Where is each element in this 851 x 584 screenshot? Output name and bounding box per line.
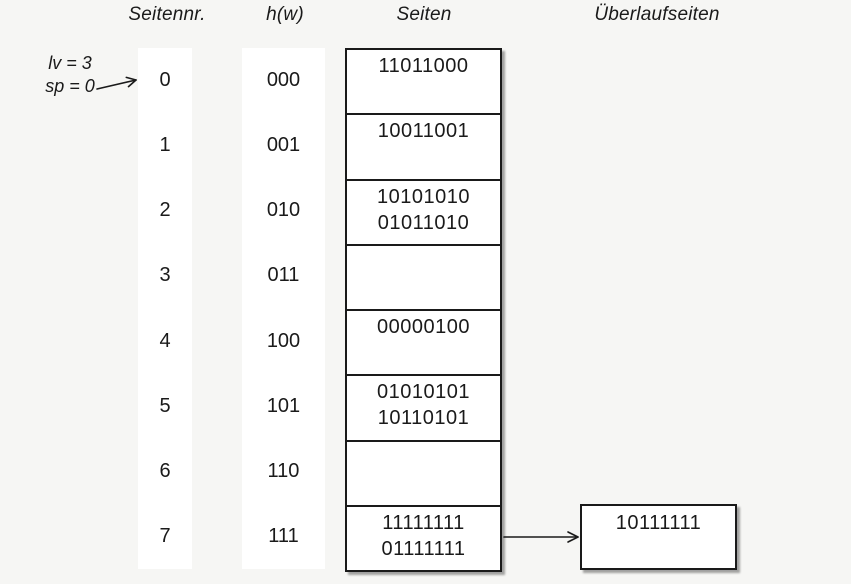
record-value: 11011000 <box>378 55 469 77</box>
page-row-5: 01010101 10110101 <box>347 376 500 442</box>
split-pointer-arrow-icon <box>96 76 137 90</box>
page-number: 5 <box>159 394 171 417</box>
page-number: 1 <box>159 134 171 157</box>
record-value: 01111111 <box>381 537 466 560</box>
hash-value: 011 <box>267 264 300 287</box>
column-header-hash-function: h(w) <box>266 4 304 25</box>
hash-value: 101 <box>266 394 301 417</box>
record-value: 11111111 <box>382 511 465 534</box>
record-value: 10011001 <box>377 120 470 143</box>
pages-box: 11011000 10011001 10101010 01011010 0000… <box>345 48 502 572</box>
page-number: 7 <box>159 524 171 547</box>
hash-value: 000 <box>266 69 301 92</box>
record-value: 00000100 <box>377 316 470 338</box>
page-number: 2 <box>159 199 171 222</box>
column-header-ueberlaufseiten: Überlaufseiten <box>594 4 720 25</box>
page-number: 0 <box>159 69 171 92</box>
hash-value-column: 000 001 010 011 100 101 110 111 <box>242 48 325 569</box>
record-value: 10101010 <box>377 185 470 208</box>
hash-value: 100 <box>266 329 301 352</box>
page-row-4: 00000100 <box>347 311 500 377</box>
page-number-column: 0 1 2 3 4 5 6 7 <box>138 48 192 569</box>
hash-value: 111 <box>268 524 299 547</box>
page-row-0: 11011000 <box>347 50 500 116</box>
page-number: 4 <box>159 329 171 352</box>
state-annotation: lv = 3 sp = 0 <box>28 52 112 98</box>
page-row-1: 10011001 <box>347 115 500 181</box>
record-value: 10110101 <box>377 407 470 430</box>
page-row-2: 10101010 01011010 <box>347 181 500 246</box>
page-number: 6 <box>159 459 171 482</box>
hash-value: 010 <box>266 199 301 222</box>
page-number: 3 <box>159 264 171 287</box>
page-row-7: 11111111 01111111 <box>347 507 500 570</box>
overflow-page-box: 10111111 <box>580 504 737 570</box>
overflow-link-arrow-icon <box>503 531 579 543</box>
level-value: lv = 3 <box>48 53 92 73</box>
record-value: 01010101 <box>377 381 470 404</box>
column-header-seitennr: Seitennr. <box>128 4 206 25</box>
hash-value: 110 <box>267 459 300 482</box>
record-value: 01011010 <box>377 211 470 234</box>
column-header-seiten: Seiten <box>396 4 452 25</box>
page-row-3 <box>347 246 500 311</box>
split-pointer-value: sp = 0 <box>45 76 95 96</box>
hash-value: 001 <box>266 134 301 157</box>
record-value: 10111111 <box>615 512 702 534</box>
page-row-6 <box>347 442 500 507</box>
